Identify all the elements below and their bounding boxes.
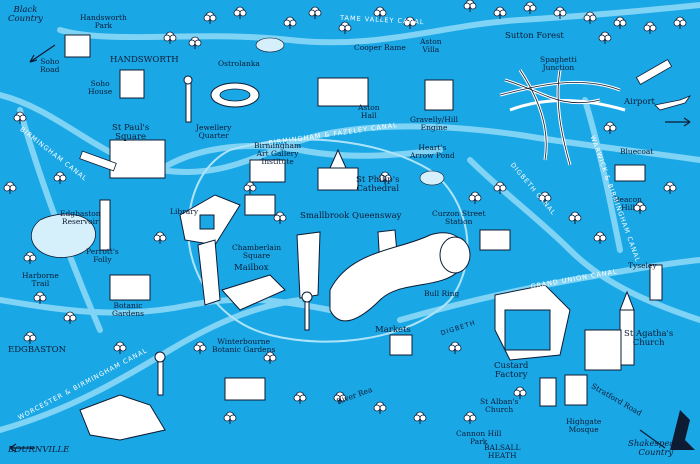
label-sutton-forest: Sutton Forest xyxy=(505,31,564,41)
label-markets: Markets xyxy=(375,325,411,335)
figure-icon xyxy=(670,410,695,450)
airplane-icon xyxy=(654,95,692,111)
label-smallbrook: Smallbrook Queensway xyxy=(300,211,402,221)
label-mailbox: Mailbox xyxy=(234,263,269,273)
label-bluecoat: Bluecoat xyxy=(620,147,654,156)
label-bull-ring: Bull Ring xyxy=(424,289,460,298)
edgbaston-reservoir xyxy=(30,213,96,258)
label-library: Library xyxy=(170,207,199,216)
label-queens: Ostrolanka xyxy=(218,59,260,68)
compass-arrow-icon xyxy=(9,44,691,453)
label-edgbaston: EDGBASTON xyxy=(8,345,67,355)
label-bournville: BOURNVILLE xyxy=(8,445,70,455)
stadium-icon xyxy=(210,82,260,108)
label-tyseley: Tyseley xyxy=(628,261,657,270)
label-cooper-rame: Cooper Rame xyxy=(354,43,406,52)
train-icon xyxy=(79,150,117,172)
city-centre-buildings xyxy=(64,34,663,441)
label-handsworth: HANDSWORTH xyxy=(110,55,179,65)
spaghetti-junction-icon xyxy=(499,69,626,166)
tower-icons xyxy=(154,75,313,396)
train-icon xyxy=(635,58,673,86)
label-airport: Airport xyxy=(624,97,655,107)
